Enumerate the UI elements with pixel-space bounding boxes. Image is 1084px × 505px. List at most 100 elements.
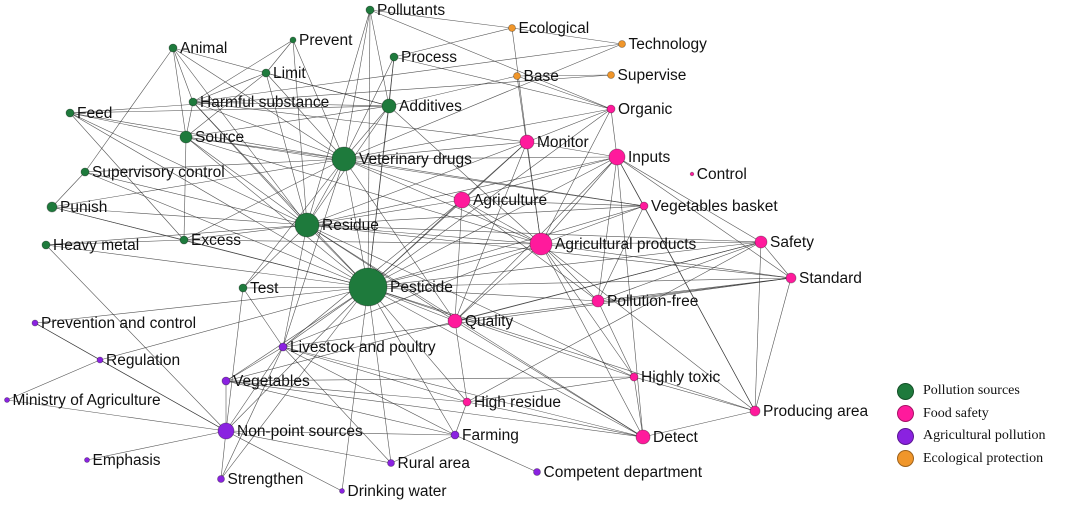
node-vegbasket: Vegetables basket <box>639 198 778 215</box>
node-marker <box>450 430 460 440</box>
node-label: Organic <box>618 101 673 118</box>
edge-pesticide-agproducts <box>367 243 542 288</box>
edge-pesticide-source <box>185 136 369 288</box>
node-label: Process <box>401 49 457 66</box>
edge-quality-standard <box>454 277 792 322</box>
edge-pesticide-vegetables <box>225 286 369 382</box>
edge-source-limit <box>185 72 267 138</box>
edge-inputs-pollutionfree <box>597 156 618 302</box>
node-source: Source <box>179 129 244 146</box>
legend-swatch-pollution-sources <box>897 382 914 400</box>
edge-livestock-ruralarea <box>282 346 392 464</box>
node-marker <box>65 108 75 118</box>
node-marker <box>606 104 616 114</box>
node-label: Heavy metal <box>53 237 139 254</box>
edge-residue-test <box>242 224 308 289</box>
node-marker <box>447 313 463 329</box>
edge-monitor-agriculture <box>461 141 528 201</box>
edge-vetdrugs-livestock <box>282 158 345 348</box>
edge-detect-producing <box>642 410 756 438</box>
node-detect: Detect <box>635 429 698 446</box>
edge-additives-pollutants <box>369 9 390 107</box>
node-marker <box>513 72 521 80</box>
node-label: Highly toxic <box>641 369 720 386</box>
edge-test-livestock <box>242 287 284 348</box>
edge-base-additives <box>388 75 518 107</box>
node-prevent: Prevent <box>289 32 353 49</box>
edge-residue-source <box>185 136 308 226</box>
node-standard: Standard <box>785 270 862 287</box>
edge-supervise-feed <box>69 74 612 114</box>
edge-residue-pollutants <box>306 9 371 226</box>
edge-pesticide-harmful <box>192 101 369 288</box>
legend-swatch-ecological-protection <box>897 450 914 468</box>
edge-quality-detect <box>454 320 644 438</box>
node-technology: Technology <box>618 36 707 53</box>
node-marker <box>278 342 288 352</box>
node-organic: Organic <box>606 101 673 118</box>
edge-residue-prevent <box>292 39 308 226</box>
nodes: PollutantsPreventAnimalLimitProcessHarmf… <box>4 2 869 500</box>
node-marker <box>217 475 225 483</box>
edge-residue-heavymetal <box>45 224 308 246</box>
edge-agproducts-pollutionfree <box>540 243 599 302</box>
edge-limit-prevent <box>265 39 294 74</box>
node-marker <box>591 294 605 308</box>
edge-residue-detect <box>306 224 644 438</box>
node-label: Additives <box>399 98 462 115</box>
edge-farming-highresidue <box>454 401 468 436</box>
edge-additives-source <box>185 105 390 138</box>
edge-agproducts-detect <box>540 243 644 438</box>
edge-organic-base <box>516 75 612 110</box>
edge-residue-vetdrugs <box>306 158 345 226</box>
edge-residue-highlytoxic <box>306 224 635 378</box>
node-marker <box>96 356 104 364</box>
node-pollutionfree: Pollution-free <box>591 293 698 310</box>
edge-heavymetal-excess <box>45 239 185 246</box>
edge-agproducts-livestock <box>282 243 542 348</box>
edge-vetdrugs-pollutants <box>343 9 371 160</box>
edge-inputs-standard <box>616 156 792 279</box>
node-label: Inputs <box>628 149 670 166</box>
edge-safety-producing <box>754 241 762 412</box>
node-prevctrl: Prevention and control <box>31 315 196 332</box>
edge-safety-vegetables <box>225 241 762 382</box>
node-label: Agriculture <box>473 192 547 209</box>
node-competent: Competent department <box>533 464 703 481</box>
node-label: Safety <box>770 234 814 251</box>
edge-harmful-animal <box>172 47 194 103</box>
node-label: High residue <box>474 394 561 411</box>
edge-agproducts-standard <box>540 243 792 279</box>
edge-organic-process <box>393 56 612 110</box>
node-supervise: Supervise <box>607 67 686 84</box>
edge-regulation-prevctrl <box>34 322 101 361</box>
edge-livestock-strengthen <box>220 346 284 480</box>
node-marker <box>331 146 357 172</box>
edge-pollutionfree-vegbasket <box>597 205 645 302</box>
edge-agproducts-source <box>185 136 542 245</box>
node-label: Monitor <box>537 134 589 151</box>
node-label: Excess <box>191 232 241 249</box>
edge-highlytoxic-producing <box>633 376 756 412</box>
edge-pollutionfree-highlytoxic <box>597 300 635 378</box>
edge-vetdrugs-test <box>242 158 345 289</box>
edge-source-excess <box>183 136 187 241</box>
edge-pesticide-vetdrugs <box>343 158 369 288</box>
legend-item-ecological-protection: Ecological protection <box>897 448 1045 471</box>
node-ecological: Ecological <box>508 20 589 37</box>
node-harmful: Harmful substance <box>188 94 329 111</box>
edge-residue-livestock <box>282 224 308 348</box>
edge-quality-highresidue <box>454 320 468 403</box>
node-marker <box>618 40 626 48</box>
edge-agproducts-organic <box>540 108 612 245</box>
node-label: Regulation <box>106 352 180 369</box>
edge-agriculture-vegbasket <box>461 199 645 207</box>
node-marker <box>217 422 235 440</box>
edge-pesticide-strengthen <box>220 286 369 480</box>
edge-detect-highlytoxic <box>633 376 644 438</box>
node-marker <box>168 43 178 53</box>
edge-vegetables-highresidue <box>225 380 468 403</box>
node-label: Veterinary drugs <box>359 151 472 168</box>
legend-item-pollution-sources: Pollution sources <box>897 380 1045 403</box>
